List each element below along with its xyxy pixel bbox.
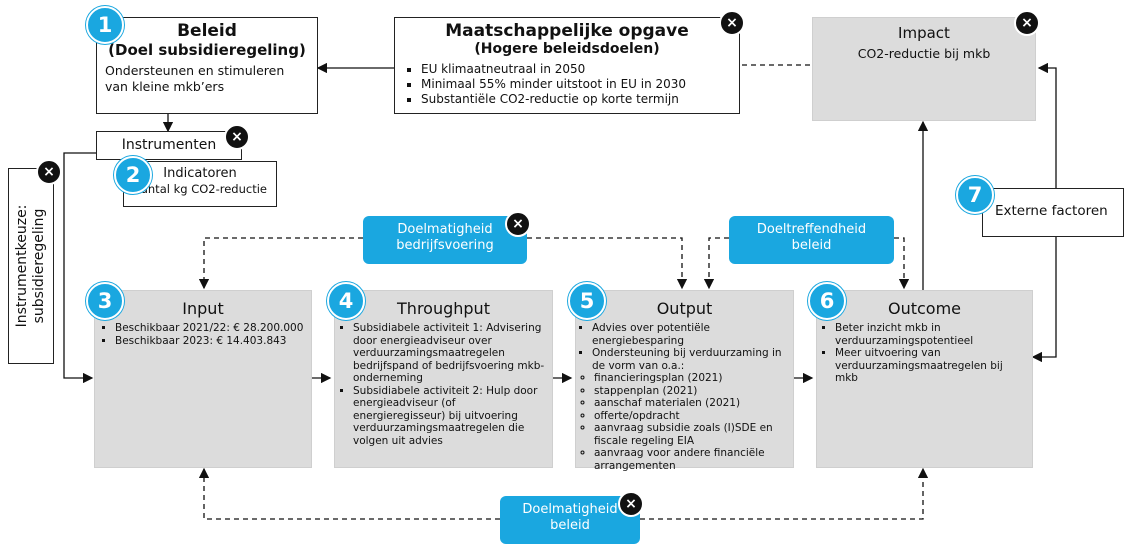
doeltreffendheid-label: Doeltreffendheid — [756, 222, 867, 237]
list-item: Beschikbaar 2021/22: € 28.200.000 — [115, 322, 311, 335]
list-item: Substantiële CO2-reductie op korte termi… — [421, 92, 739, 107]
step-number-5: 5 — [568, 282, 606, 320]
instrumenten-box: Instrumenten — [96, 131, 242, 160]
instrumentkeuze-box: Instrumentkeuze: subsidieregeling — [8, 168, 54, 364]
instrumentkeuze-label: Instrumentkeuze: — [14, 204, 30, 328]
outcome-title: Outcome — [887, 299, 962, 318]
step-number-6: 6 — [808, 282, 846, 320]
throughput-list: Subsidiabele activiteit 1: Advisering do… — [335, 322, 552, 447]
list-item: aanschaf materialen (2021) — [594, 397, 787, 410]
impact-title: Impact — [898, 24, 950, 42]
beleid-label: beleid — [550, 518, 590, 533]
close-icon[interactable]: × — [505, 211, 531, 237]
throughput-title: Throughput — [397, 299, 490, 318]
externe-factoren-title: Externe factoren — [995, 203, 1108, 219]
bedrijfsvoering-label: bedrijfsvoering — [396, 238, 494, 253]
output-list: Advies over potentiële energiebesparing … — [576, 322, 793, 372]
opgave-title: Maatschappelijke opgave — [445, 21, 689, 41]
close-icon[interactable]: × — [36, 159, 62, 185]
list-item: aanvraag subsidie zoals (I)SDE en fiscal… — [594, 422, 787, 447]
close-icon[interactable]: × — [719, 10, 745, 36]
doelmatigheid-label: Doelmatigheid — [397, 222, 493, 237]
list-item: Beschikbaar 2023: € 14.403.843 — [115, 335, 311, 348]
doelmatigheid-bedrijfsvoering-box: Doelmatigheid bedrijfsvoering — [363, 216, 527, 264]
list-item: offerte/opdracht — [594, 410, 787, 423]
list-item: aanvraag voor andere financiële arrangem… — [594, 447, 787, 472]
output-sublist: financieringsplan (2021) stappenplan (20… — [576, 372, 793, 472]
indicatoren-title: Indicatoren — [163, 166, 237, 181]
beleid-box: Beleid (Doel subsidieregeling) Ondersteu… — [96, 17, 318, 114]
list-item: financieringsplan (2021) — [594, 372, 787, 385]
instrumentkeuze-value: subsidieregeling — [31, 208, 47, 324]
throughput-box: Throughput Subsidiabele activiteit 1: Ad… — [334, 290, 553, 468]
list-item: stappenplan (2021) — [594, 385, 787, 398]
indicatoren-text: Aantal kg CO2-reductie — [132, 182, 267, 196]
list-item: EU klimaatneutraal in 2050 — [421, 62, 739, 77]
beleid-text: Ondersteunen en stimuleren van kleine mk… — [105, 63, 285, 94]
list-item: Beter inzicht mkb in verduurzamingspoten… — [835, 322, 1026, 347]
step-number-4: 4 — [327, 282, 365, 320]
input-box: Input Beschikbaar 2021/22: € 28.200.000 … — [94, 290, 312, 468]
list-item: Subsidiabele activiteit 1: Advisering do… — [353, 322, 546, 385]
opgave-box: Maatschappelijke opgave (Hogere beleidsd… — [394, 17, 740, 114]
impact-box: Impact CO2-reductie bij mkb — [812, 17, 1036, 121]
doeltreffendheid-beleid-box: Doeltreffendheid beleid — [729, 216, 894, 264]
beleid-subtitle: (Doel subsidieregeling) — [108, 41, 306, 59]
close-icon[interactable]: × — [1014, 10, 1040, 36]
impact-text: CO2-reductie bij mkb — [857, 46, 991, 61]
close-icon[interactable]: × — [618, 491, 644, 517]
outcome-list: Beter inzicht mkb in verduurzamingspoten… — [817, 322, 1032, 385]
list-item: Minimaal 55% minder uitstoot in EU in 20… — [421, 77, 739, 92]
opgave-subtitle: (Hogere beleidsdoelen) — [474, 41, 660, 57]
input-title: Input — [182, 299, 224, 318]
opgave-list: EU klimaatneutraal in 2050 Minimaal 55% … — [395, 62, 739, 107]
instrumenten-title: Instrumenten — [121, 137, 217, 153]
output-box: Output Advies over potentiële energiebes… — [575, 290, 794, 472]
doelmatigheid-beleid-box: Doelmatigheid beleid — [500, 496, 640, 544]
step-number-1: 1 — [86, 6, 124, 44]
outcome-box: Outcome Beter inzicht mkb in verduurzami… — [816, 290, 1033, 468]
beleid-label: beleid — [791, 238, 832, 253]
step-number-3: 3 — [86, 282, 124, 320]
list-item: Ondersteuning bij verduurzaming in de vo… — [592, 347, 787, 372]
list-item: Advies over potentiële energiebesparing — [592, 322, 787, 347]
close-icon[interactable]: × — [224, 124, 250, 150]
doelmatigheid-label: Doelmatigheid — [522, 502, 618, 517]
list-item: Subsidiabele activiteit 2: Hulp door ene… — [353, 385, 546, 448]
list-item: Meer uitvoering van verduurzamingsmaatre… — [835, 347, 1026, 385]
step-number-7: 7 — [956, 176, 994, 214]
step-number-2: 2 — [114, 156, 152, 194]
beleid-title: Beleid — [177, 21, 237, 41]
input-list: Beschikbaar 2021/22: € 28.200.000 Beschi… — [95, 322, 311, 347]
output-title: Output — [656, 299, 713, 318]
externe-factoren-box: Externe factoren — [982, 188, 1124, 237]
